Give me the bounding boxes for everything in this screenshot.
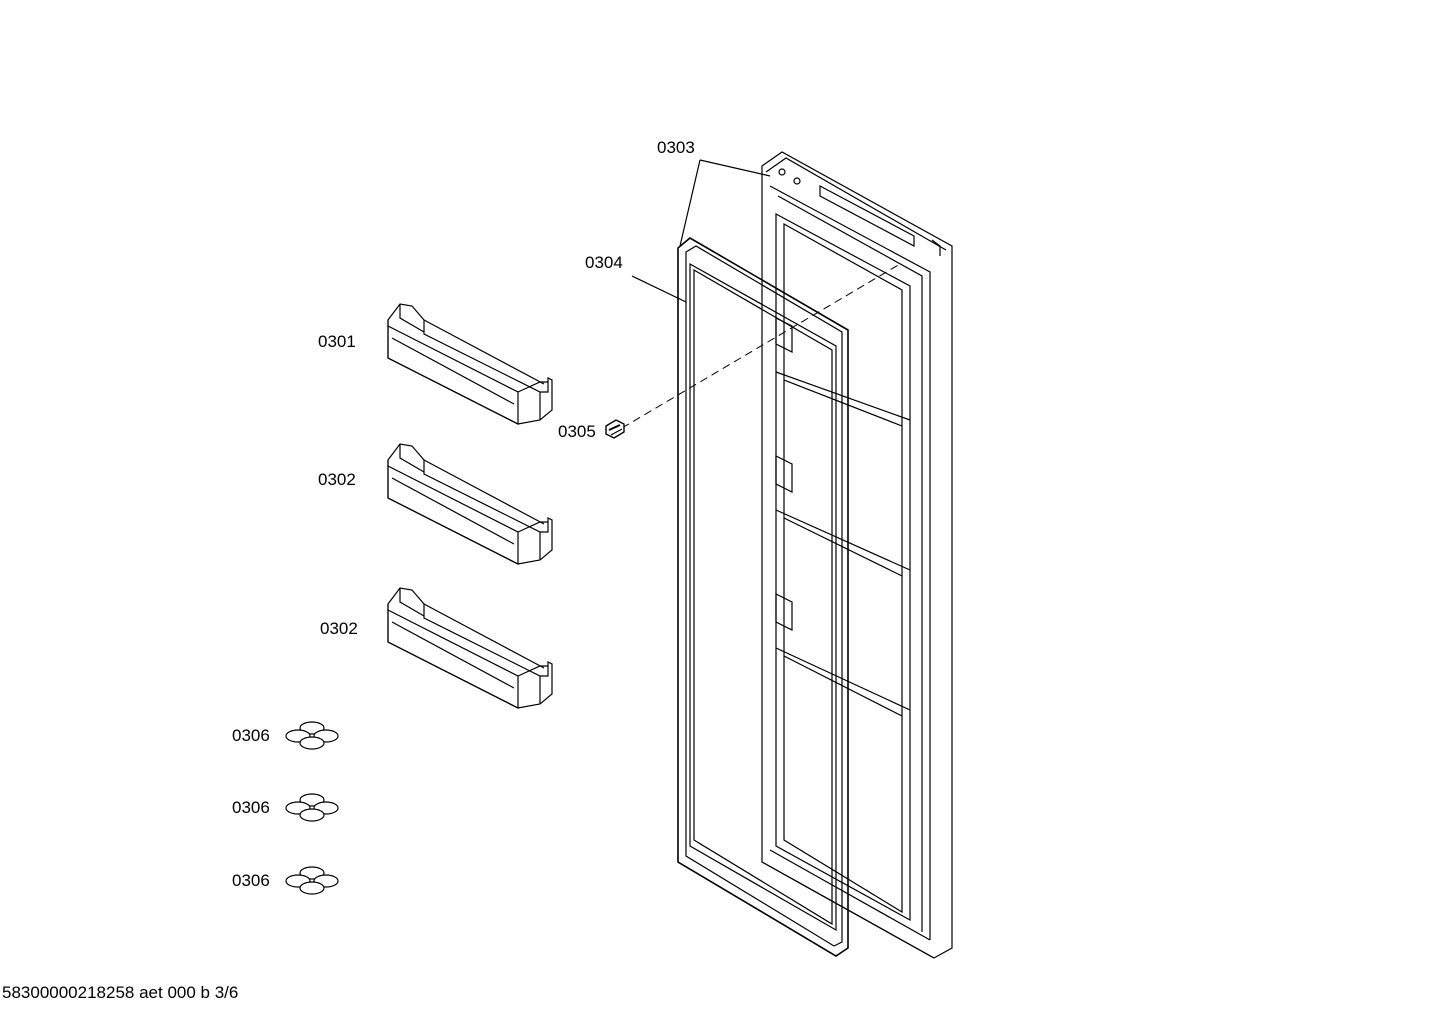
screw-icon xyxy=(605,419,625,439)
label-0304: 0304 xyxy=(585,253,623,272)
door-bin-0302-lower xyxy=(387,587,553,709)
label-0303: 0303 xyxy=(657,138,695,157)
label-0306-2: 0306 xyxy=(232,798,270,817)
label-0301: 0301 xyxy=(318,332,356,351)
egg-tray-icon-1 xyxy=(285,721,339,750)
label-0302-upper: 0302 xyxy=(318,470,356,489)
leader-lines xyxy=(631,159,771,303)
door-gasket-0304 xyxy=(677,237,849,957)
egg-tray-icon-3 xyxy=(285,866,339,895)
door-bin-0301 xyxy=(387,303,553,425)
document-code: 58300000218258 aet 000 b 3/6 xyxy=(2,983,238,1002)
egg-tray-icon-2 xyxy=(285,793,339,822)
door-liner-0303 xyxy=(761,151,953,959)
door-bin-0302-upper xyxy=(387,443,553,565)
label-0306-3: 0306 xyxy=(232,871,270,890)
label-0305: 0305 xyxy=(558,422,596,441)
label-0302-lower: 0302 xyxy=(320,619,358,638)
assembly-line-0305 xyxy=(621,263,901,429)
label-0306-1: 0306 xyxy=(232,726,270,745)
